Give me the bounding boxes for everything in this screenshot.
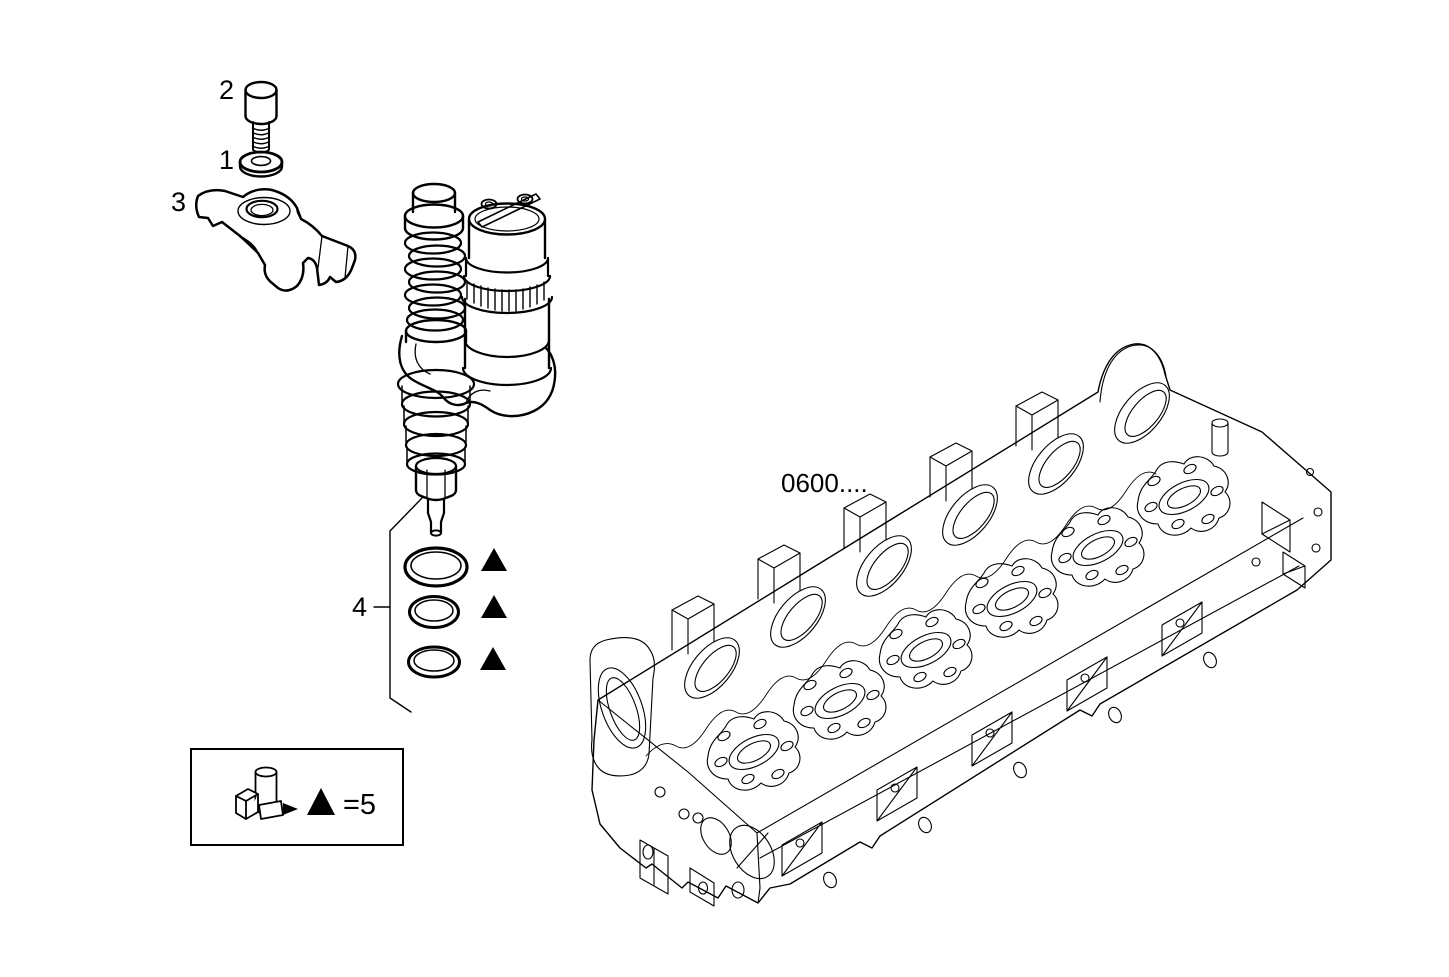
triangle-marker-icon [481, 595, 507, 618]
callout-bracket [373, 496, 424, 713]
washer-drawing [238, 150, 284, 178]
triangle-marker-icon [481, 548, 507, 571]
legend-icons [235, 766, 335, 820]
legend-box [190, 748, 404, 846]
callout-label-clamp[interactable]: 3 [171, 187, 187, 217]
callout-label-washer[interactable]: 1 [219, 145, 235, 175]
cylinder-head-drawing [589, 343, 1332, 907]
clamp-drawing [195, 188, 357, 292]
bolt-drawing [244, 80, 278, 154]
triangle-marker-icon [480, 647, 506, 670]
callout-label-bolt[interactable]: 2 [219, 75, 235, 105]
legend-triangle-marker-icon [307, 788, 335, 815]
callout-label-seal-kit[interactable]: 4 [352, 592, 368, 622]
seal-rings-drawing [403, 546, 469, 679]
head-reference-label[interactable]: 0600.... [781, 468, 868, 498]
injector-drawing [396, 182, 557, 537]
cube-block-icon [235, 788, 259, 820]
legend-quantity-label: =5 [343, 789, 377, 821]
seal-marker-triangle-icons [480, 548, 507, 670]
applicator-tube-icon [258, 800, 298, 820]
